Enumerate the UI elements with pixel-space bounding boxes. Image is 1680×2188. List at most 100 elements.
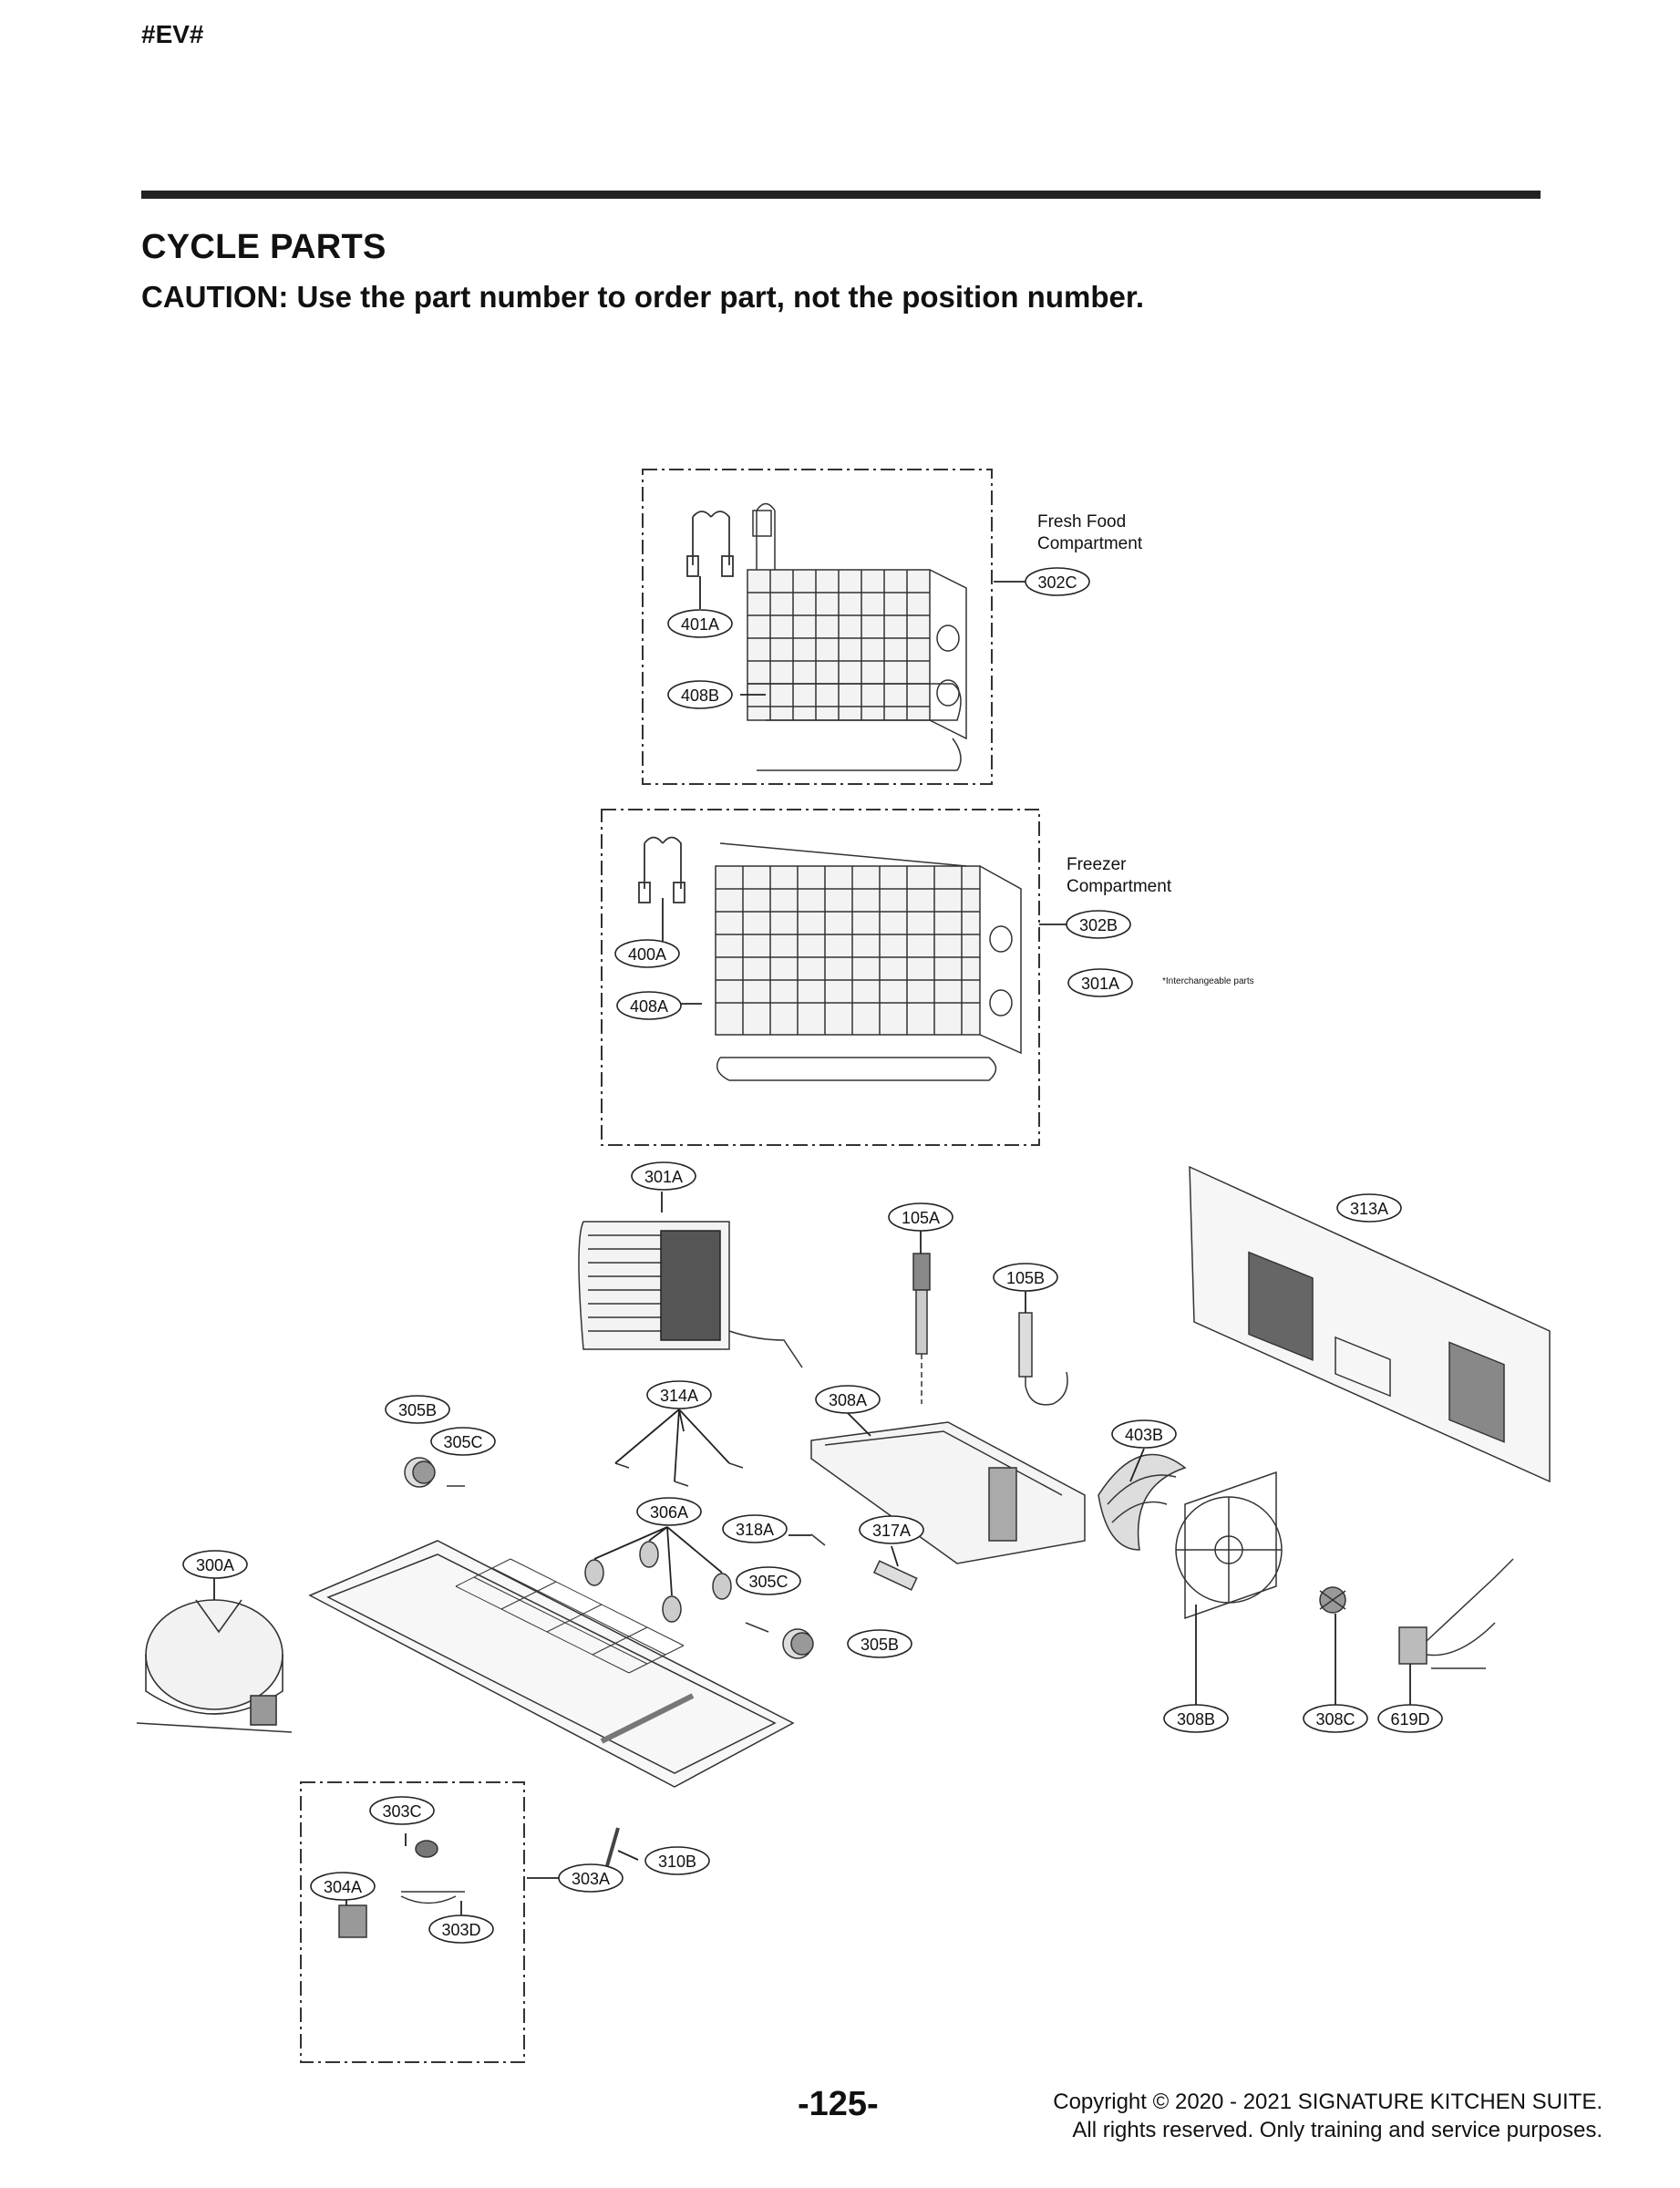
callout-310b: 310B xyxy=(644,1846,710,1875)
callout-bubble xyxy=(385,1395,450,1424)
callout-label: 301A xyxy=(644,1168,683,1186)
copyright-line1: Copyright © 2020 - 2021 SIGNATURE KITCHE… xyxy=(1053,2090,1603,2114)
callout-318a: 318A xyxy=(722,1514,788,1543)
fresh-food-evaporator-drawing xyxy=(747,502,967,771)
freezer-label-line2: Compartment xyxy=(1067,877,1172,896)
callout-308a: 308A xyxy=(815,1385,881,1414)
callout-label: 401A xyxy=(681,615,719,634)
callout-bubble xyxy=(636,1497,702,1526)
callout-label: 408A xyxy=(630,997,668,1016)
callout-label: 304A xyxy=(324,1878,362,1896)
callout-label: 305C xyxy=(748,1573,788,1591)
callout-label: 310B xyxy=(658,1853,696,1871)
tube-310b-drawing xyxy=(604,1827,620,1870)
drain-hose-105a-drawing xyxy=(912,1253,931,1404)
fan-guide-drawing xyxy=(1098,1453,1187,1551)
callout-303a: 303A xyxy=(558,1863,624,1893)
callout-label: 303A xyxy=(572,1870,610,1888)
callout-label: 318A xyxy=(736,1521,774,1539)
freezer-group-box xyxy=(601,809,1040,1146)
callout-306a: 306A xyxy=(636,1497,702,1526)
callout-label: 303C xyxy=(382,1802,421,1821)
fan-shroud-drawing xyxy=(1175,1471,1283,1620)
callout-label: 302B xyxy=(1079,916,1118,934)
callout-317a: 317A xyxy=(859,1515,924,1544)
machine-cover-drawing xyxy=(1189,1165,1551,1483)
callout-label: 300A xyxy=(196,1556,234,1574)
fresh-food-group-box xyxy=(642,469,993,785)
callout-group: 401A 408B 302C 400A 408A 302B 301A 301A 313A 105A… xyxy=(182,567,1443,1944)
base-plate-drawing xyxy=(308,1540,795,1788)
drain-pan-drawing xyxy=(810,1421,1086,1564)
callout-305c: 305C xyxy=(430,1427,496,1456)
callout-bubble xyxy=(847,1629,912,1658)
callout-314a: 314A xyxy=(646,1380,712,1409)
pipe-317a-drawing xyxy=(872,1560,918,1591)
callout-label: 313A xyxy=(1350,1200,1388,1218)
callout-301a: 301A xyxy=(631,1161,696,1191)
callout-305b: 305B xyxy=(847,1629,912,1658)
callout-302c: 302C xyxy=(1025,567,1090,596)
freezer-heater-drawing xyxy=(638,836,685,903)
fresh-food-label-line1: Fresh Food xyxy=(1037,512,1126,532)
callout-label: 305B xyxy=(398,1401,437,1419)
callout-label: 619D xyxy=(1390,1710,1429,1729)
callout-303d: 303D xyxy=(428,1914,494,1944)
callout-bubble xyxy=(631,1161,696,1191)
copyright-line2: All rights reserved. Only training and s… xyxy=(1072,2118,1603,2142)
callout-bubble xyxy=(310,1872,376,1901)
callout-bubble xyxy=(888,1202,953,1232)
callout-label: 305B xyxy=(861,1636,899,1654)
copyright-notice: Copyright © 2020 - 2021 SIGNATURE KITCHE… xyxy=(1053,2088,1603,2144)
callout-bubble xyxy=(1303,1704,1368,1733)
header-rule xyxy=(141,191,1541,199)
damper-305b-right-drawing xyxy=(745,1622,814,1659)
callout-label: 302C xyxy=(1037,573,1077,592)
callout-label: 308A xyxy=(829,1391,867,1409)
callout-403b: 403B xyxy=(1111,1419,1177,1449)
callout-bubble xyxy=(1067,968,1133,997)
callout-label: 105A xyxy=(902,1209,940,1227)
relay-drawing xyxy=(338,1904,367,1938)
callout-bubble xyxy=(1336,1193,1402,1223)
callout-304a: 304A xyxy=(310,1872,376,1901)
freezer-label-line1: Freezer xyxy=(1067,855,1127,874)
callout-bubble xyxy=(993,1263,1058,1292)
callout-label: 105B xyxy=(1006,1269,1045,1287)
callout-bubble xyxy=(182,1550,248,1579)
callout-bubble xyxy=(1163,1704,1229,1733)
bracket-318a-drawing xyxy=(810,1533,826,1546)
callout-313a: 313A xyxy=(1336,1193,1402,1223)
callout-label: 314A xyxy=(660,1387,698,1405)
callout-bubble xyxy=(1025,567,1090,596)
callout-bubble xyxy=(815,1385,881,1414)
callout-bubble xyxy=(614,939,680,968)
callout-label: 301A xyxy=(1081,975,1119,993)
callout-label: 308B xyxy=(1177,1710,1215,1729)
document-tag: #EV# xyxy=(141,20,204,48)
callout-bubble xyxy=(428,1914,494,1944)
electrical-group-box xyxy=(300,1781,525,2063)
callout-400a: 400A xyxy=(614,939,680,968)
callout-bubble xyxy=(616,991,682,1020)
isolators-drawing xyxy=(584,1541,732,1623)
callout-300a: 300A xyxy=(182,1550,248,1579)
screws-drawing xyxy=(614,1462,744,1487)
overload-protector-drawing xyxy=(415,1840,438,1858)
callout-105b: 105B xyxy=(993,1263,1058,1292)
freezer-evaporator-drawing xyxy=(715,842,1022,1081)
callout-label: 308C xyxy=(1315,1710,1355,1729)
page-number: -125- xyxy=(798,2085,879,2123)
callout-bubble xyxy=(859,1515,924,1544)
callout-305c: 305C xyxy=(736,1566,801,1595)
fresh-food-heater-drawing xyxy=(686,511,734,577)
callout-label: 408B xyxy=(681,686,719,705)
callout-bubble xyxy=(558,1863,624,1893)
fan-motor-drawing xyxy=(1319,1586,1346,1614)
callout-308c: 308C xyxy=(1303,1704,1368,1733)
callout-bubble xyxy=(667,609,733,638)
callout-bubble xyxy=(369,1796,435,1825)
callout-308b: 308B xyxy=(1163,1704,1229,1733)
callout-105a: 105A xyxy=(888,1202,953,1232)
